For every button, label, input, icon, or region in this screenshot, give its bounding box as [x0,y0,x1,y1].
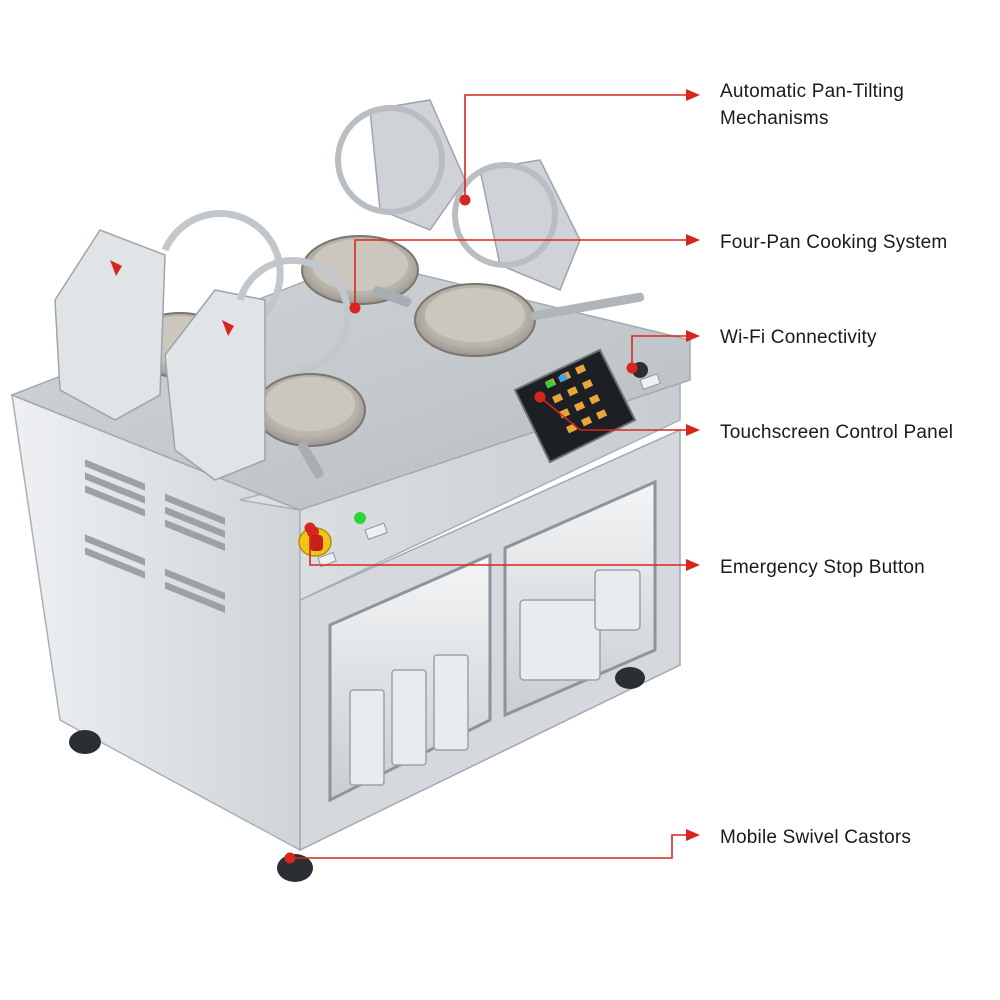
leader-dot-wifi [626,362,638,374]
leader-line-pans [354,239,698,308]
ingredient-containers [349,569,641,786]
emergency-stop-icon [298,526,337,568]
leader-line-castor [290,834,698,859]
leader-arrow-tilt [686,89,700,101]
callout-pan-tilting-line1: Automatic Pan-Tilting [720,81,905,102]
status-led-icon [354,512,366,524]
leader-arrow-screen [686,424,700,436]
leader-dot-castor [284,852,296,864]
leader-arrow-wifi [686,330,700,342]
leader-line-wifi [631,335,698,368]
callout-emergency-stop-text: Emergency Stop Button [720,557,925,578]
callout-leaders [284,89,700,864]
callout-four-pan: Four-Pan Cooking System [720,229,947,256]
leader-dot-tilt [459,194,471,206]
leader-dot-screen [534,391,546,403]
leader-line-tilt [464,94,698,200]
leader-line-screen [539,396,698,431]
callout-pan-tilting: Automatic Pan-Tilting Mechanisms [720,78,904,132]
callout-touchscreen-text: Touchscreen Control Panel [720,422,954,443]
touchscreen-icon [513,348,637,464]
leader-arrow-estop [686,559,700,571]
pan-tilting-mechanisms [54,99,581,481]
leader-dot-pans [349,302,361,314]
callout-pan-tilting-line2: Mechanisms [720,108,829,129]
callout-wifi-text: Wi-Fi Connectivity [720,327,877,348]
callout-castors-text: Mobile Swivel Castors [720,827,912,848]
leader-arrow-pans [686,234,700,246]
callout-emergency-stop: Emergency Stop Button [720,554,925,581]
led-plate [364,522,388,541]
leader-line-estop [309,528,698,566]
callout-castors: Mobile Swivel Castors [720,824,911,851]
side-vents [85,459,225,613]
callout-touchscreen: Touchscreen Control Panel [720,419,953,446]
leader-dot-estop [304,522,316,534]
leader-arrow-castor [686,829,700,841]
callout-wifi: Wi-Fi Connectivity [720,324,877,351]
callout-four-pan-text: Four-Pan Cooking System [720,232,948,253]
